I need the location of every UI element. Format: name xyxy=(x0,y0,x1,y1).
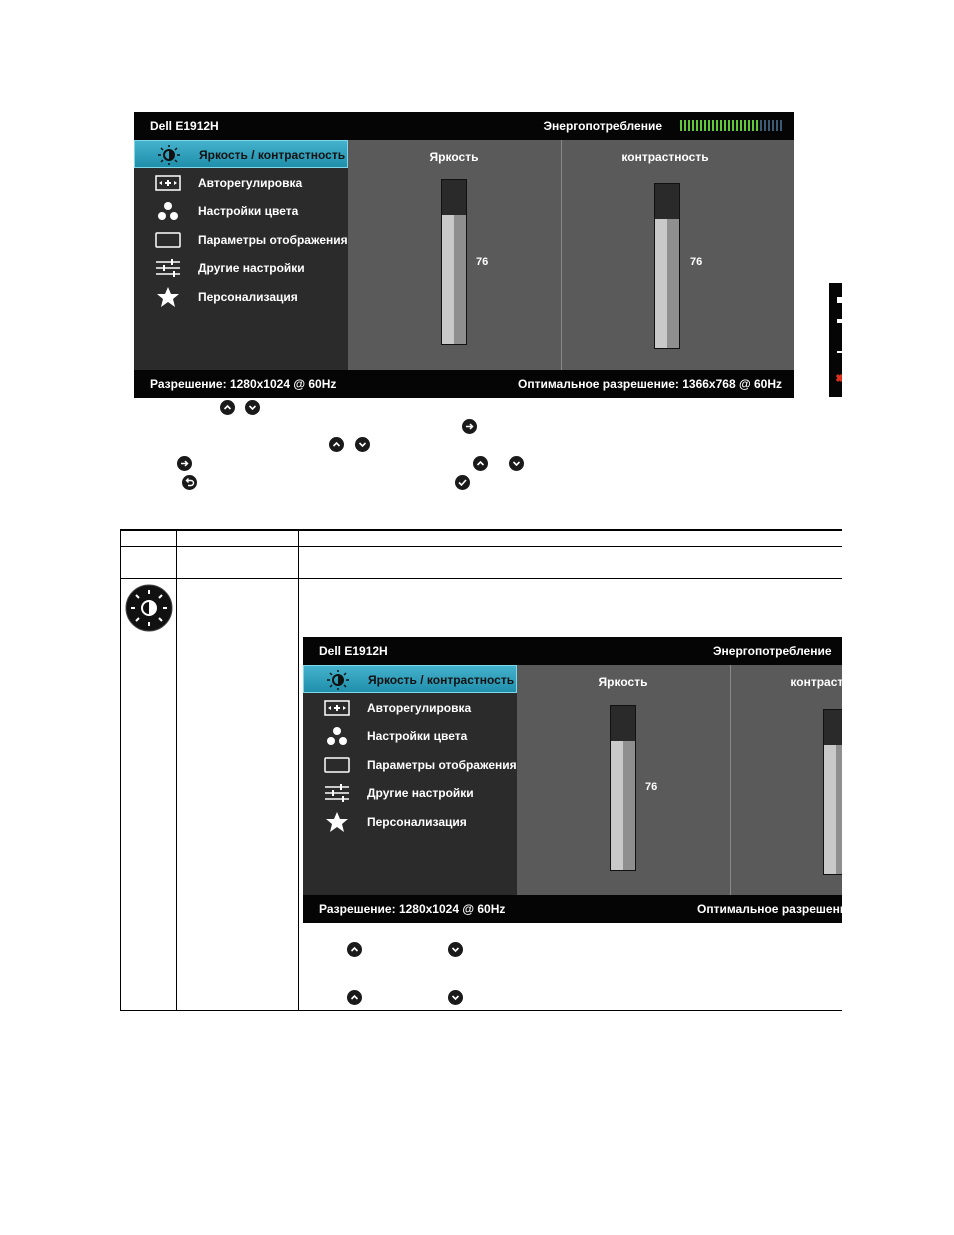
contrast-slider[interactable] xyxy=(654,183,680,349)
color-settings-icon xyxy=(154,201,182,221)
enter-button-icon xyxy=(462,419,477,434)
menu-item-label: Параметры отображения xyxy=(198,233,348,247)
osd-header: Dell E1912H Энергопотребление xyxy=(303,637,842,665)
menu-item-label: Яркость / контрастность xyxy=(199,148,346,162)
menu-item-personalize[interactable]: Персонализация xyxy=(134,283,348,311)
table-col-1 xyxy=(176,529,177,1011)
menu-item-label: Авторегулировка xyxy=(367,701,472,715)
menu-item-color-settings[interactable]: Настройки цвета xyxy=(303,722,517,750)
brightness-slider[interactable] xyxy=(610,705,636,871)
panel-divider xyxy=(730,665,731,895)
check-button-icon xyxy=(455,475,470,490)
brightness-icon xyxy=(155,145,183,165)
table-border-left xyxy=(120,529,121,1011)
current-resolution: Разрешение: 1280x1024 @ 60Hz xyxy=(150,377,337,391)
auto-adjust-icon xyxy=(323,698,351,718)
osd-screenshot-second: Dell E1912H Энергопотребление Яркость / … xyxy=(303,637,842,923)
other-settings-icon xyxy=(154,258,182,278)
brightness-title: Яркость xyxy=(598,675,648,689)
table-border-row xyxy=(120,578,842,579)
other-settings-icon xyxy=(323,783,351,803)
optimal-resolution: Оптимальное разрешение: 1366x768 @ 60Hz xyxy=(517,377,782,391)
energy-indicator: Энергопотребление xyxy=(543,112,782,140)
display-settings-icon xyxy=(154,230,182,250)
brightness-title: Яркость xyxy=(429,150,479,164)
menu-item-label: Настройки цвета xyxy=(367,729,468,743)
contrast-slider[interactable] xyxy=(823,709,842,875)
auto-adjust-icon xyxy=(154,173,182,193)
back-button-icon xyxy=(182,475,197,490)
energy-label: Энергопотребление xyxy=(713,644,832,658)
osd-screenshot-clip: Dell E1912H Энергопотребление Яркость / … xyxy=(303,637,842,923)
up-button-icon xyxy=(329,437,344,452)
brightness-slider[interactable] xyxy=(441,179,467,345)
contrast-title: контрастность xyxy=(621,150,709,164)
menu-item-auto-adjust[interactable]: Авторегулировка xyxy=(303,694,517,722)
menu-item-display-settings[interactable]: Параметры отображения xyxy=(303,751,517,779)
osd-footer: Разрешение: 1280x1024 @ 60Hz Оптимальное… xyxy=(134,370,794,398)
menu-item-display-settings[interactable]: Параметры отображения xyxy=(134,226,348,254)
menu-item-brightness-contrast[interactable]: Яркость / контрастность xyxy=(303,665,517,693)
up-button-icon xyxy=(473,456,488,471)
menu-item-label: Другие настройки xyxy=(367,786,474,800)
panel-divider xyxy=(561,140,562,370)
osd-menu: Яркость / контрастность Авторегулировка … xyxy=(134,140,348,370)
enter-button-icon xyxy=(177,456,192,471)
brightness-contrast-icon xyxy=(123,584,175,632)
down-button-icon xyxy=(245,400,260,415)
monitor-model: Dell E1912H xyxy=(150,119,219,133)
osd-menu: Яркость / контрастность Авторегулировка … xyxy=(303,665,517,895)
star-icon xyxy=(154,287,182,307)
adjust-panel: Яркость 76 контрастность 76 xyxy=(348,140,794,370)
contrast-value: 76 xyxy=(690,256,703,268)
menu-item-label: Параметры отображения xyxy=(367,758,517,772)
table-border-bottom xyxy=(120,1010,842,1011)
up-button-icon xyxy=(347,990,362,1005)
table-col-2 xyxy=(298,529,299,1011)
side-button-panel xyxy=(829,283,842,397)
brightness-value: 76 xyxy=(645,781,658,793)
osd-header: Dell E1912H Энергопотребление xyxy=(134,112,794,140)
monitor-model: Dell E1912H xyxy=(319,644,388,658)
menu-item-label: Персонализация xyxy=(198,290,298,304)
menu-item-other-settings[interactable]: Другие настройки xyxy=(303,779,517,807)
down-button-icon xyxy=(448,942,463,957)
up-button-icon xyxy=(347,942,362,957)
table-border-top xyxy=(120,529,842,531)
down-button-icon xyxy=(448,990,463,1005)
menu-item-auto-adjust[interactable]: Авторегулировка xyxy=(134,169,348,197)
adjust-panel: Яркость 76 контрастность xyxy=(517,665,842,895)
menu-item-personalize[interactable]: Персонализация xyxy=(303,808,517,836)
menu-item-other-settings[interactable]: Другие настройки xyxy=(134,254,348,282)
menu-item-label: Другие настройки xyxy=(198,261,305,275)
brightness-value: 76 xyxy=(476,256,489,268)
menu-item-label: Яркость / контрастность xyxy=(368,673,515,687)
menu-item-label: Авторегулировка xyxy=(198,176,303,190)
up-button-icon xyxy=(220,400,235,415)
current-resolution: Разрешение: 1280x1024 @ 60Hz xyxy=(319,902,506,916)
down-button-icon xyxy=(355,437,370,452)
menu-item-color-settings[interactable]: Настройки цвета xyxy=(134,197,348,225)
menu-item-brightness-contrast[interactable]: Яркость / контрастность xyxy=(134,140,348,168)
osd-footer: Разрешение: 1280x1024 @ 60Hz Оптимальное… xyxy=(303,895,842,923)
energy-meter xyxy=(680,120,782,132)
optimal-resolution: Оптимальное разрешение xyxy=(697,902,842,916)
brightness-icon xyxy=(324,670,352,690)
menu-item-label: Настройки цвета xyxy=(198,204,299,218)
energy-label: Энергопотребление xyxy=(543,119,662,133)
menu-item-label: Персонализация xyxy=(367,815,467,829)
osd-screenshot-main: Dell E1912H Энергопотребление Яркость / … xyxy=(134,112,794,398)
table-border-header xyxy=(120,546,842,547)
star-icon xyxy=(323,812,351,832)
color-settings-icon xyxy=(323,726,351,746)
down-button-icon xyxy=(509,456,524,471)
display-settings-icon xyxy=(323,755,351,775)
contrast-title: контрастность xyxy=(790,675,842,689)
